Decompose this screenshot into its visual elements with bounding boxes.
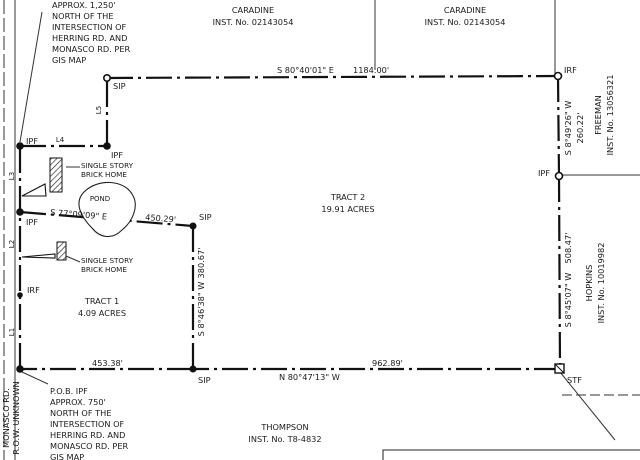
east-upper-distance: 260.22' xyxy=(575,113,585,144)
ipf-label-l4-end: IPF xyxy=(111,150,123,160)
east-boundary-lower xyxy=(557,175,562,370)
road-name: MONASCO RD. xyxy=(1,388,11,448)
driveway-2 xyxy=(21,253,56,259)
line-label-l4: L4 xyxy=(56,136,65,144)
divider-distance: 380.67' xyxy=(196,248,206,279)
south-t2-bearing: N 80°47'13" W xyxy=(279,372,340,382)
owner-caradine-left-inst: INST. No. 02143054 xyxy=(213,17,294,27)
home-2-label: SINGLE STORY BRICK HOME xyxy=(81,256,135,274)
top-note: APPROX. 1,250' NORTH OF THE INTERSECTION… xyxy=(52,0,133,65)
pob-note: P.O.B. IPF APPROX. 750' NORTH OF THE INT… xyxy=(50,386,131,460)
leader-home-2 xyxy=(65,255,81,263)
line-label-l1: L1 xyxy=(8,328,16,336)
owner-hopkins-inst: INST. No. 10019982 xyxy=(596,243,606,324)
road-row: R.O.W. UNKNOWN xyxy=(11,381,21,454)
divider-bearing: S 8°46'38" W xyxy=(196,282,206,337)
owner-caradine-right-inst: INST. No. 02143054 xyxy=(425,17,506,27)
line-label-l5: L5 xyxy=(95,106,103,114)
line-label-l3: L3 xyxy=(8,172,16,180)
pond-line-bearing: S 77°09'09" E xyxy=(50,207,108,222)
irf-label-west: IRF xyxy=(27,285,40,295)
leader-line-top-note xyxy=(19,11,43,143)
east-lower-distance: 508.47' xyxy=(563,233,573,264)
home-2-footprint xyxy=(56,241,67,261)
south-t2-distance: 962.89' xyxy=(372,358,403,368)
ipf-label-west: IPF xyxy=(26,217,38,227)
ipf-label-east: IPF xyxy=(538,168,550,178)
sip-label-south: SIP xyxy=(198,375,211,385)
north-boundary xyxy=(106,74,559,80)
adjoiner-line-south-diag xyxy=(559,371,616,441)
owner-freeman-inst: INST. No. 13056321 xyxy=(605,75,615,156)
home-1-footprint xyxy=(49,157,63,193)
east-lower-bearing: S 8°45'07" W xyxy=(563,273,573,328)
tract-2-name: TRACT 2 xyxy=(330,192,365,202)
pob-ipf-marker xyxy=(16,365,24,373)
ipf-marker-east xyxy=(554,171,564,181)
owner-caradine-right-name: CARADINE xyxy=(444,5,486,15)
east-boundary-upper xyxy=(556,75,561,177)
south-t1-distance: 453.38' xyxy=(92,358,123,368)
owner-hopkins-name: HOPKINS xyxy=(584,265,594,302)
adjoiner-lines xyxy=(3,0,640,460)
east-upper-bearing: S 8°49'26" W xyxy=(563,101,573,156)
north-distance: 1184.00' xyxy=(353,65,389,75)
owner-thompson-inst: INST. No. T8-4832 xyxy=(248,434,321,444)
irf-label-north-east: IRF xyxy=(564,65,577,75)
sip-label-north-west: SIP xyxy=(113,81,126,91)
owner-caradine-left-name: CARADINE xyxy=(232,5,274,15)
line-label-l2: L2 xyxy=(8,240,16,248)
tract-1-area: 4.09 ACRES xyxy=(78,308,126,318)
owner-thompson-name: THOMPSON xyxy=(260,422,308,432)
stf-label: STF xyxy=(567,375,582,385)
owner-freeman-name: FREEMAN xyxy=(593,95,603,135)
ipf-marker-west xyxy=(16,208,24,216)
pond-line-distance: 450.29' xyxy=(145,212,177,224)
ipf-label-west-upper: IPF xyxy=(26,136,38,146)
home-1-label: SINGLE STORY BRICK HOME xyxy=(81,161,135,179)
tract-1-name: TRACT 1 xyxy=(84,296,119,306)
irf-marker-north-east xyxy=(553,71,563,81)
pond-outline xyxy=(78,181,136,238)
sip-marker-north-west xyxy=(103,74,112,83)
boundary-lines xyxy=(18,74,562,371)
north-bearing: S 80°40'01" E xyxy=(277,65,334,75)
tract-2-area: 19.91 ACRES xyxy=(321,204,374,214)
driveway-1 xyxy=(21,183,47,197)
ipf-marker-l4-end xyxy=(103,142,111,150)
title-block-edge xyxy=(382,449,640,460)
stf-marker-cross xyxy=(554,363,565,374)
sip-label-divider: SIP xyxy=(199,212,212,222)
leader-line-pob-note xyxy=(21,371,49,385)
ipf-marker-west-upper xyxy=(16,142,24,150)
sip-marker-south xyxy=(189,365,197,373)
pond-label: POND xyxy=(90,195,110,203)
sip-marker-divider xyxy=(189,222,197,230)
irf-marker-west xyxy=(17,292,23,298)
